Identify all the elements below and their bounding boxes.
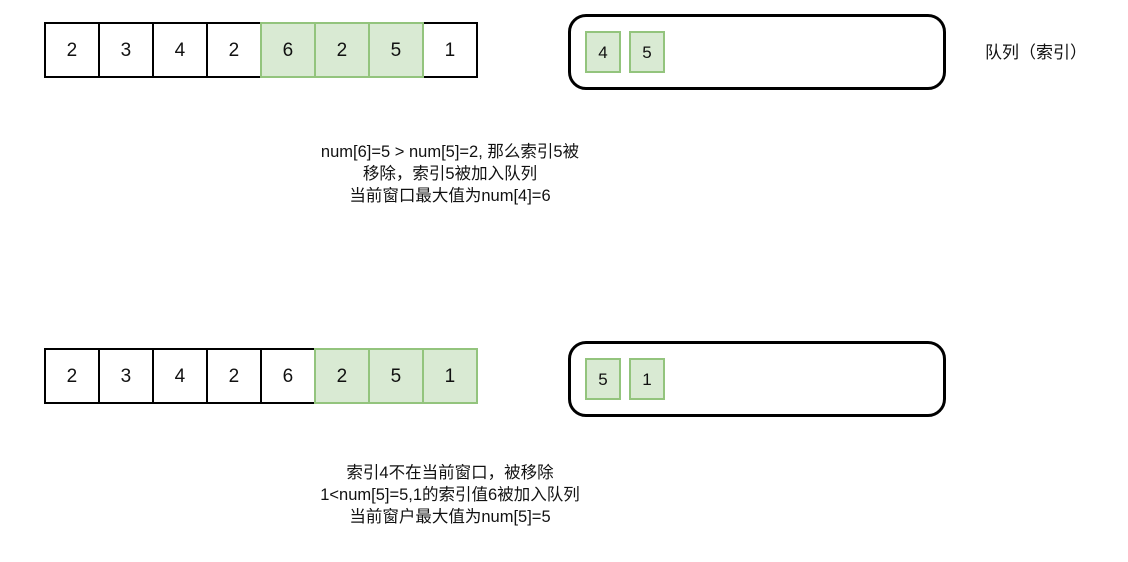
deque-cell: 5 — [585, 358, 621, 400]
caption-line: 1<num[5]=5,1的索引值6被加入队列 — [320, 486, 580, 504]
caption-line: 当前窗户最大值为num[5]=5 — [349, 508, 551, 526]
caption-step-2: 索引4不在当前窗口，被移除 1<num[5]=5,1的索引值6被加入队列 当前窗… — [0, 462, 900, 528]
nums-array-step-1: 2 3 4 2 6 2 5 1 — [44, 22, 478, 78]
array-cell-highlighted: 2 — [314, 348, 370, 404]
array-cell: 4 — [152, 22, 208, 78]
caption-line: num[6]=5 > num[5]=2, 那么索引5被 — [320, 143, 580, 161]
nums-array-step-2: 2 3 4 2 6 2 5 1 — [44, 348, 478, 404]
array-cell-highlighted: 1 — [422, 348, 478, 404]
array-cell-highlighted: 6 — [260, 22, 316, 78]
deque-cell: 4 — [585, 31, 621, 73]
array-cell: 3 — [98, 348, 154, 404]
array-cell: 4 — [152, 348, 208, 404]
deque-step-2: 5 1 — [568, 341, 946, 417]
caption-line: 索引4不在当前窗口，被移除 — [346, 464, 554, 482]
caption-step-1: num[6]=5 > num[5]=2, 那么索引5被 移除，索引5被加入队列 … — [0, 141, 900, 207]
caption-line: 当前窗口最大值为num[4]=6 — [349, 187, 551, 205]
deque-step-1: 4 5 — [568, 14, 946, 90]
array-cell: 2 — [44, 348, 100, 404]
deque-cell: 1 — [629, 358, 665, 400]
array-cell: 2 — [206, 348, 262, 404]
array-cell-highlighted: 2 — [314, 22, 370, 78]
deque-cell: 5 — [629, 31, 665, 73]
array-cell: 2 — [44, 22, 100, 78]
array-cell: 6 — [260, 348, 316, 404]
array-cell: 2 — [206, 22, 262, 78]
array-cell-highlighted: 5 — [368, 348, 424, 404]
queue-legend-label: 队列（索引） — [985, 43, 1087, 62]
caption-line: 移除，索引5被加入队列 — [362, 165, 538, 183]
array-cell: 1 — [422, 22, 478, 78]
array-cell: 3 — [98, 22, 154, 78]
array-cell-highlighted: 5 — [368, 22, 424, 78]
